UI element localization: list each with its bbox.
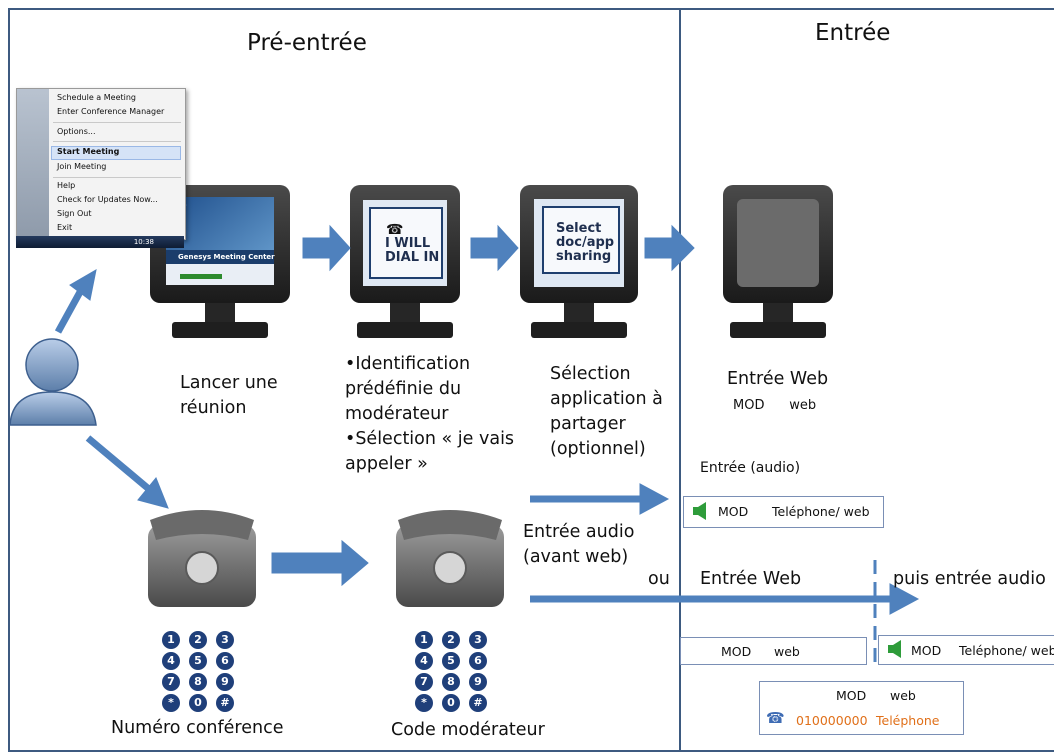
label-puis-audio: puis entrée audio (893, 569, 1046, 589)
menu-item-join-meeting[interactable]: Join Meeting (57, 162, 107, 171)
keypad-key: 1 (415, 631, 433, 649)
web-box-type: web (774, 644, 800, 659)
audio-status-box: MOD Teléphone/ web (683, 496, 884, 528)
arrow-person-up-head (69, 269, 97, 301)
select-share-screen-text: Select doc/app sharing (556, 221, 615, 264)
label-code: Code modérateur (391, 720, 545, 740)
keypad-key: 8 (442, 673, 460, 691)
label-identification: •Identification prédéfinie du modérateur… (345, 354, 515, 474)
arrow-phone (271, 539, 369, 587)
phone-status-box: MOD Teléphone/ web (878, 635, 1054, 665)
speaker-icon (692, 502, 708, 520)
keypad-key: * (415, 694, 433, 712)
keypad-key: 7 (415, 673, 433, 691)
arrow-person-up (54, 290, 84, 334)
keypad-key: 5 (442, 652, 460, 670)
keypad-key: 0 (442, 694, 460, 712)
web-status-box: MOD web (680, 637, 867, 665)
web-box-mod: MOD (721, 644, 752, 659)
monitor-web-entry (723, 185, 833, 338)
menu-item-help[interactable]: Help (57, 181, 76, 190)
menu-item-exit[interactable]: Exit (57, 223, 73, 232)
arrow-audio-head (639, 483, 670, 515)
genesys-brand: Genesys Meeting Center (178, 253, 275, 261)
audio-box-mod: MOD (718, 504, 749, 519)
pre-entry-heading: Pré-entrée (247, 30, 367, 56)
menu-item-schedule[interactable]: Schedule a Meeting (57, 93, 137, 102)
keypad-key: 9 (469, 673, 487, 691)
label-entree-web-sub: MOD web (733, 398, 817, 413)
phone-glyph-icon: ☎ (386, 222, 404, 238)
speaker-icon (887, 640, 903, 658)
final-box-type: web (890, 688, 916, 703)
phone-box-type: Teléphone/ web (959, 643, 1054, 658)
menu-item-sign-out[interactable]: Sign Out (57, 209, 92, 218)
final-box-number: 010000000 (796, 713, 868, 728)
keypad-key: 6 (469, 652, 487, 670)
keypad-key: 5 (189, 652, 207, 670)
keypad-key: # (469, 694, 487, 712)
label-entree-audio: Entrée (audio) (700, 460, 801, 476)
label-launch: Lancer une réunion (180, 373, 278, 418)
telephone-icon: ☎ (766, 709, 785, 727)
monitor-select-share (520, 185, 638, 338)
arrow-2 (470, 224, 519, 272)
arrow-1 (302, 224, 351, 272)
final-status-box: MOD web ☎ 010000000 Teléphone (759, 681, 964, 735)
phone-box-mod: MOD (911, 643, 942, 658)
keypad-key: 2 (189, 631, 207, 649)
keypad-key: * (162, 694, 180, 712)
label-numero: Numéro conférence (111, 718, 284, 738)
label-audio-first: Entrée audio (avant web) (523, 522, 635, 567)
menu-item-start-meeting[interactable]: Start Meeting (57, 147, 120, 156)
final-box-mod: MOD (836, 688, 867, 703)
keypad-key: 4 (415, 652, 433, 670)
dial-in-screen-text: I WILL DIAL IN (385, 236, 440, 265)
label-entree-web-2: Entrée Web (700, 569, 802, 589)
keypad-key: 4 (162, 652, 180, 670)
taskbar: 10:38 (16, 236, 184, 248)
keypad-key: 1 (162, 631, 180, 649)
entry-heading: Entrée (815, 20, 891, 46)
keypad-key: 3 (469, 631, 487, 649)
menu-item-check-updates[interactable]: Check for Updates Now... (57, 195, 158, 204)
menu-item-conference-manager[interactable]: Enter Conference Manager (57, 107, 165, 116)
keypad-key: 3 (216, 631, 234, 649)
arrow-person-down-head (137, 477, 169, 509)
keypad-key: # (216, 694, 234, 712)
keypad-key: 9 (216, 673, 234, 691)
arrow-web-then-audio-head (889, 583, 920, 615)
phone-icon-2 (396, 510, 504, 607)
phone-icon-1 (148, 510, 256, 607)
label-ou: ou (648, 569, 670, 589)
arrow-person-down (85, 435, 153, 493)
arrow-3 (644, 224, 695, 272)
keypad-key: 2 (442, 631, 460, 649)
keypad-key: 8 (189, 673, 207, 691)
menu-item-options[interactable]: Options... (57, 127, 96, 136)
keypad-key: 0 (189, 694, 207, 712)
keypad-key: 7 (162, 673, 180, 691)
user-icon (9, 338, 97, 426)
monitor-dial-in (350, 185, 460, 338)
final-box-phone: Teléphone (876, 713, 940, 728)
label-entree-web: Entrée Web (727, 369, 829, 389)
audio-box-type: Teléphone/ web (772, 504, 870, 519)
context-menu: Schedule a Meeting Enter Conference Mana… (16, 88, 186, 240)
taskbar-time: 10:38 (133, 238, 154, 246)
keypad-key: 6 (216, 652, 234, 670)
label-selection: Sélection application à partager (option… (550, 364, 663, 459)
